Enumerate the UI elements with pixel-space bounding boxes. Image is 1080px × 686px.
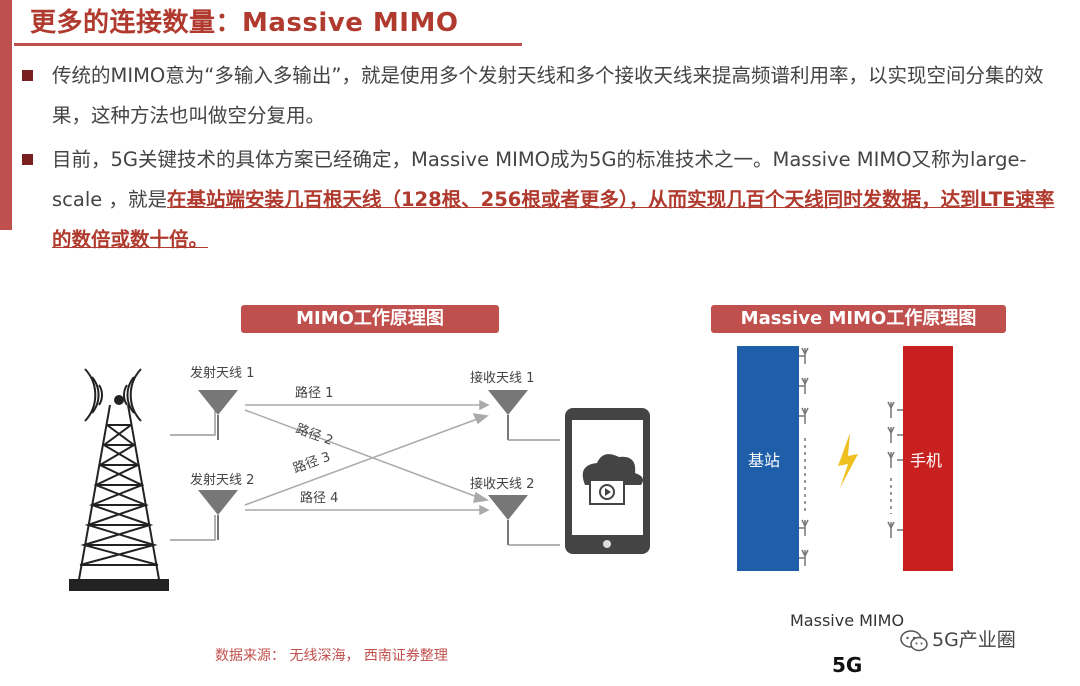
mimo-diagram-label: MIMO工作原理图 xyxy=(241,305,499,333)
rx1-label: 接收天线 1 xyxy=(470,370,534,386)
tx1-label: 发射天线 1 xyxy=(190,365,254,381)
tx-antenna-2-icon xyxy=(198,490,238,540)
bullet-2-text: 目前，5G关键技术的具体方案已经确定，Massive MIMO成为5G的标准技术… xyxy=(52,140,1072,260)
signal-lightning-icon xyxy=(838,433,858,488)
bullet-1: 传统的MIMO意为“多输入多输出”，就是使用多个发射天线和多个接收天线来提高频谱… xyxy=(22,56,1072,136)
bullet-2-plain: 目前，5G关键技术的具体方案已经确定，Massive MIMO成为5G的标准技术… xyxy=(52,148,1027,211)
title-underline xyxy=(14,43,522,46)
cell-tower-icon xyxy=(69,368,169,591)
5g-caption: 5G xyxy=(832,653,862,677)
phone-label: 手机 xyxy=(910,451,942,470)
phone-antenna-array-icon xyxy=(887,401,903,538)
base-station-block xyxy=(737,346,799,571)
path4-label: 路径 4 xyxy=(300,490,338,506)
bullet-square-icon xyxy=(22,154,33,165)
rx-antenna-1-icon xyxy=(488,390,528,440)
massive-mimo-diagram-label: Massive MIMO工作原理图 xyxy=(711,305,1006,333)
path2-label: 路径 2 xyxy=(294,421,336,449)
massive-mimo-caption: Massive MIMO xyxy=(790,611,904,630)
massive-mimo-diagram: 基站 手机 Massive MIMO 5G xyxy=(737,346,953,677)
wechat-watermark: 5G产业圈 xyxy=(900,625,1016,652)
bullet-2: 目前，5G关键技术的具体方案已经确定，Massive MIMO成为5G的标准技术… xyxy=(22,140,1072,260)
slide-title: 更多的连接数量：Massive MIMO xyxy=(30,8,459,38)
base-station-label: 基站 xyxy=(748,451,780,470)
mimo-diagram: 发射天线 1 发射天线 2 接收天线 1 接收天线 2 路径 1 路径 2 路径… xyxy=(69,365,650,591)
wechat-icon xyxy=(900,629,928,651)
path3-label: 路径 3 xyxy=(291,449,333,477)
rx2-label: 接收天线 2 xyxy=(470,476,534,492)
side-accent-bar xyxy=(0,0,12,230)
smartphone-icon xyxy=(565,408,650,554)
bullet-2-emphasis: 在基站端安装几百根天线（128根、256根或者更多），从而实现几百个天线同时发数… xyxy=(52,188,1055,251)
phone-block xyxy=(903,346,953,571)
tx-antenna-1-icon xyxy=(198,390,238,440)
path1-label: 路径 1 xyxy=(295,385,333,401)
tx2-label: 发射天线 2 xyxy=(190,472,254,488)
data-source-note: 数据来源： 无线深海， 西南证券整理 xyxy=(215,648,448,664)
rx-antenna-2-icon xyxy=(488,495,528,545)
bullet-1-text: 传统的MIMO意为“多输入多输出”，就是使用多个发射天线和多个接收天线来提高频谱… xyxy=(52,64,1044,127)
bullet-square-icon xyxy=(22,70,33,81)
base-antenna-array-icon xyxy=(799,347,809,566)
wechat-account-name: 5G产业圈 xyxy=(932,629,1016,651)
